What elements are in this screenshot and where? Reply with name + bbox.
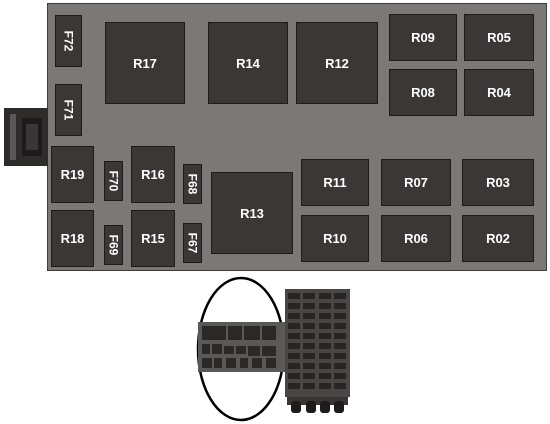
relay-r07-label: R07 [404, 175, 428, 190]
fuse-f72: F72 [55, 15, 82, 67]
relay-r10-label: R10 [323, 231, 347, 246]
relay-r17-label: R17 [133, 55, 157, 71]
relay-r02-label: R02 [486, 231, 510, 246]
fuse-f71-label: F71 [61, 99, 76, 121]
relay-r11-label: R11 [323, 175, 347, 190]
relay-r18: R18 [51, 210, 94, 267]
relay-r09: R09 [389, 14, 457, 61]
side-connector-icon [4, 108, 48, 166]
relay-r04: R04 [464, 69, 534, 116]
relay-r09-label: R09 [411, 30, 435, 45]
fuse-f69: F69 [104, 225, 123, 265]
relay-r17: R17 [105, 22, 185, 104]
relay-r07: R07 [381, 159, 451, 206]
relay-r12: R12 [296, 22, 378, 104]
relay-r10: R10 [301, 215, 369, 262]
relay-r11: R11 [301, 159, 369, 206]
relay-r18-label: R18 [60, 231, 85, 246]
plug-connector-icon [285, 289, 350, 413]
relay-r02: R02 [462, 215, 534, 262]
fuse-f69-label: F69 [106, 234, 121, 256]
relay-r12-label: R12 [325, 55, 349, 71]
fuse-f67-label: F67 [185, 232, 200, 254]
fuse-f70: F70 [104, 161, 123, 201]
relay-r16-label: R16 [141, 167, 165, 182]
fuse-f72-label: F72 [61, 30, 76, 52]
fuse-box-panel: F72 F71 R17 R14 R12 R09 R05 R08 R04 R19 … [47, 3, 547, 271]
relay-r16: R16 [131, 146, 175, 203]
relay-r13-label: R13 [240, 205, 264, 221]
relay-r13: R13 [211, 172, 293, 254]
location-indicator-icon [196, 276, 286, 422]
relay-r14: R14 [208, 22, 288, 104]
relay-r08: R08 [389, 69, 457, 116]
relay-r05: R05 [464, 14, 534, 61]
relay-r15: R15 [131, 210, 175, 267]
relay-r04-label: R04 [487, 85, 511, 100]
relay-r15-label: R15 [141, 231, 165, 246]
fuse-f67: F67 [183, 223, 202, 263]
relay-r03-label: R03 [486, 175, 510, 190]
relay-r06-label: R06 [404, 231, 428, 246]
fuse-f70-label: F70 [106, 170, 121, 192]
fuse-f68: F68 [183, 164, 202, 204]
fuse-f71: F71 [55, 84, 82, 136]
relay-r06: R06 [381, 215, 451, 262]
relay-r19-label: R19 [60, 167, 85, 182]
relay-r05-label: R05 [487, 30, 511, 45]
relay-r14-label: R14 [236, 55, 260, 71]
relay-r19: R19 [51, 146, 94, 203]
relay-r03: R03 [462, 159, 534, 206]
relay-r08-label: R08 [411, 85, 435, 100]
fuse-f68-label: F68 [185, 173, 200, 195]
